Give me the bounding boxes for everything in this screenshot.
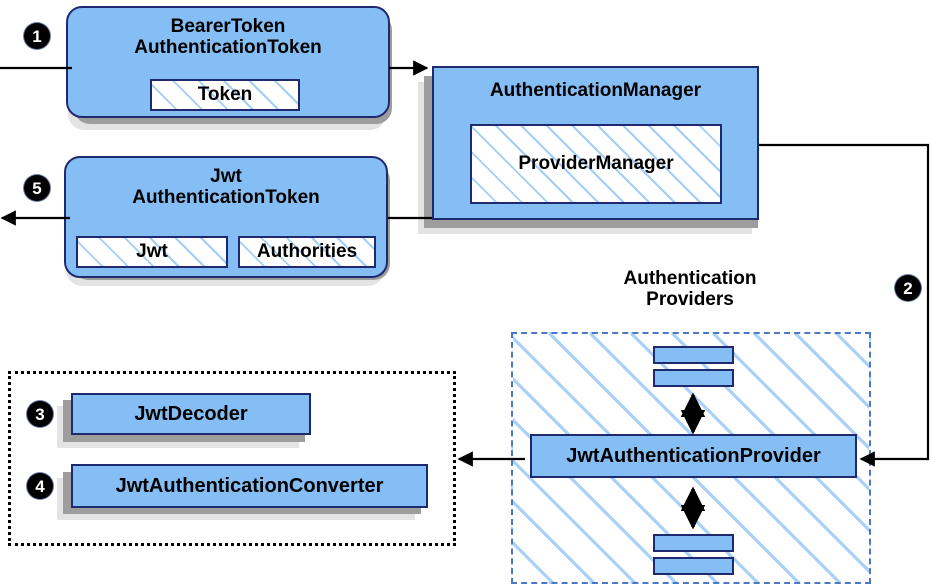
provider-placeholder-bar-bottom-2 — [653, 557, 734, 575]
provider-manager-label: ProviderManager — [518, 153, 674, 174]
jwt-token-label-line1: Jwt — [210, 166, 242, 187]
step-badge-5-number: 5 — [32, 178, 42, 198]
jwt-label: Jwt — [136, 241, 168, 262]
jwt-authentication-provider-label: JwtAuthenticationProvider — [566, 444, 821, 467]
node-jwt-decoder[interactable]: JwtDecoder — [71, 393, 311, 435]
bearer-token-label-line1: BearerToken — [170, 16, 286, 37]
node-bearer-token-authentication-token[interactable]: BearerToken AuthenticationToken — [66, 6, 390, 118]
jwt-token-label-line2: AuthenticationToken — [132, 187, 320, 209]
jwt-authentication-converter-label: JwtAuthenticationConverter — [115, 474, 384, 497]
step-badge-2-number: 2 — [903, 278, 913, 298]
inner-box-token[interactable]: Token — [150, 79, 300, 111]
authentication-manager-label: AuthenticationManager — [489, 80, 702, 101]
step-badge-1: 1 — [24, 23, 50, 49]
step-badge-3: 3 — [27, 401, 53, 427]
step-badge-2: 2 — [895, 275, 921, 301]
step-badge-4-number: 4 — [35, 476, 45, 496]
provider-placeholder-bar-bottom-1 — [653, 534, 734, 552]
inner-box-jwt[interactable]: Jwt — [76, 236, 228, 268]
inner-box-authorities[interactable]: Authorities — [238, 236, 376, 268]
bearer-token-label-line2: AuthenticationToken — [134, 37, 322, 59]
jwt-decoder-label: JwtDecoder — [134, 402, 248, 425]
authorities-label: Authorities — [256, 241, 358, 262]
token-label: Token — [197, 84, 253, 105]
authentication-providers-caption: Authentication Providers — [560, 268, 820, 311]
node-jwt-authentication-provider[interactable]: JwtAuthenticationProvider — [530, 434, 857, 478]
authentication-providers-caption-line2: Providers — [646, 289, 734, 311]
step-badge-3-number: 3 — [35, 404, 45, 424]
step-badge-4: 4 — [27, 473, 53, 499]
node-jwt-authentication-converter[interactable]: JwtAuthenticationConverter — [71, 464, 428, 508]
inner-box-provider-manager[interactable]: ProviderManager — [470, 124, 722, 204]
group-jwt-support — [8, 371, 456, 546]
provider-placeholder-bar-top-1 — [653, 346, 734, 364]
step-badge-1-number: 1 — [32, 26, 42, 46]
provider-placeholder-bar-top-2 — [653, 369, 734, 387]
authentication-providers-caption-line1: Authentication — [623, 268, 757, 289]
step-badge-5: 5 — [24, 175, 50, 201]
